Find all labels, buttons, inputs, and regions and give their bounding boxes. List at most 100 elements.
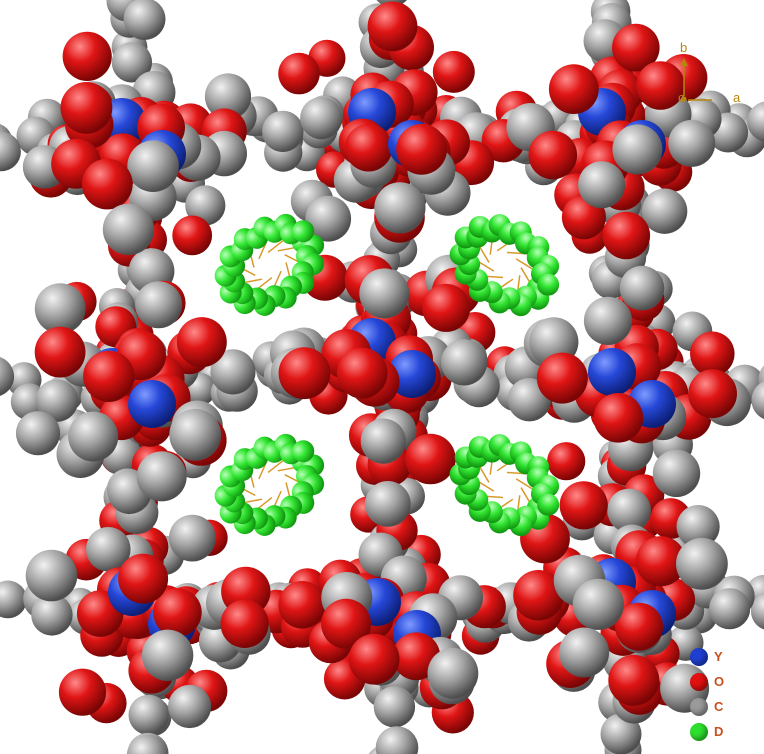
oxygen-atom [172,215,213,256]
carbon-atom [136,451,187,502]
carbon-atom [128,694,169,736]
oxygen-atom [602,211,651,260]
carbon-atom [210,349,256,395]
yttrium-atom [128,380,176,428]
oxygen-atom [81,158,133,210]
oxygen-sphere-icon [690,672,708,691]
oxygen-atom [278,347,331,400]
carbon-atom [374,182,426,234]
carbon-atom [25,549,78,602]
oxygen-atom [608,654,660,706]
oxygen-atom [176,317,227,368]
oxygen-atom [422,283,471,332]
carbon-atom [31,594,73,636]
carbon-atom [141,629,194,681]
carbon-atom [168,514,216,562]
carbon-atom [360,418,406,464]
oxygen-atom [612,23,660,72]
yttrium-sphere-icon [690,647,708,666]
legend-label: O [714,674,725,689]
carbon-atom [127,140,179,192]
carbon-atom [305,195,352,242]
carbon-atom [364,481,411,527]
carbon-atom [0,580,27,619]
carbon-atom [126,734,168,754]
carbon-atom [578,161,626,209]
legend-item-y: Y [690,644,750,669]
carbon-atom [102,203,155,256]
carbon-atom [375,726,419,754]
guest-molecule [214,213,325,316]
oxygen-atom [348,633,400,685]
oxygen-atom [367,1,418,52]
oxygen-atom [118,553,169,604]
oxygen-atom [615,602,663,651]
oxygen-atom [548,64,599,114]
legend-label: D [714,724,724,739]
carbon-sphere-icon [690,697,708,716]
guest-molecules [214,213,560,537]
oxygen-atom [432,50,475,93]
carbon-atom [612,124,663,175]
oxygen-atom [547,442,586,481]
oxygen-atom [153,588,202,637]
carbon-atom [619,265,665,311]
carbon-atom [35,379,79,422]
oxygen-atom [278,52,320,95]
oxygen-atom [528,130,578,180]
axis-b-label: b [680,40,688,55]
carbon-atom [709,588,751,630]
carbon-atom [86,527,131,572]
carbon-atom [676,504,720,549]
oxygen-atom [336,347,388,399]
oxygen-atom [83,350,135,402]
carbon-atom [676,537,728,590]
carbon-atom [427,647,479,699]
carbon-atom [135,281,183,329]
guest-molecule [214,433,325,536]
carbon-atom [572,578,624,630]
oxygen-atom [220,599,269,649]
carbon-atom [0,357,15,396]
carbon-atom [168,684,212,729]
axis-c-label: c [678,90,685,105]
carbon-atom [668,119,716,167]
yttrium-atom [588,348,636,396]
legend-item-c: C [690,694,750,719]
carbon-atom [15,411,61,456]
oxygen-atom [513,570,564,621]
oxygen-atom [60,82,113,134]
oxygen-atom [34,326,86,378]
oxygen-atom [593,393,644,443]
carbon-atom [34,283,86,334]
carbon-atom [600,713,642,754]
axis-gizmo [680,58,712,102]
carbon-atom [652,449,701,497]
oxygen-atom [559,481,608,530]
legend-label: Y [714,649,723,664]
axis-a-label: a [733,90,741,105]
carbon-atom [559,627,610,678]
guest-molecule [449,214,560,317]
legend-item-o: O [690,669,750,694]
carbon-atom [747,101,764,142]
guest-molecule [449,434,560,537]
carbon-atom [68,411,119,462]
carbon-atom [441,339,488,386]
oxygen-atom [58,668,107,716]
carbon-atom [169,408,222,461]
oxygen-atom [62,31,112,81]
carbon-atom [123,0,166,40]
oxygen-atom [536,352,588,404]
guest-sphere-icon [690,722,708,741]
carbon-atom [750,592,764,630]
legend-label: C [714,699,724,714]
element-legend: Y O C D [690,644,750,744]
carbon-atom [751,381,764,420]
legend-item-d: D [690,719,750,744]
carbon-atom [185,185,226,226]
carbon-atom [111,42,153,83]
carbon-atom [0,131,21,172]
oxygen-atom [635,536,687,587]
